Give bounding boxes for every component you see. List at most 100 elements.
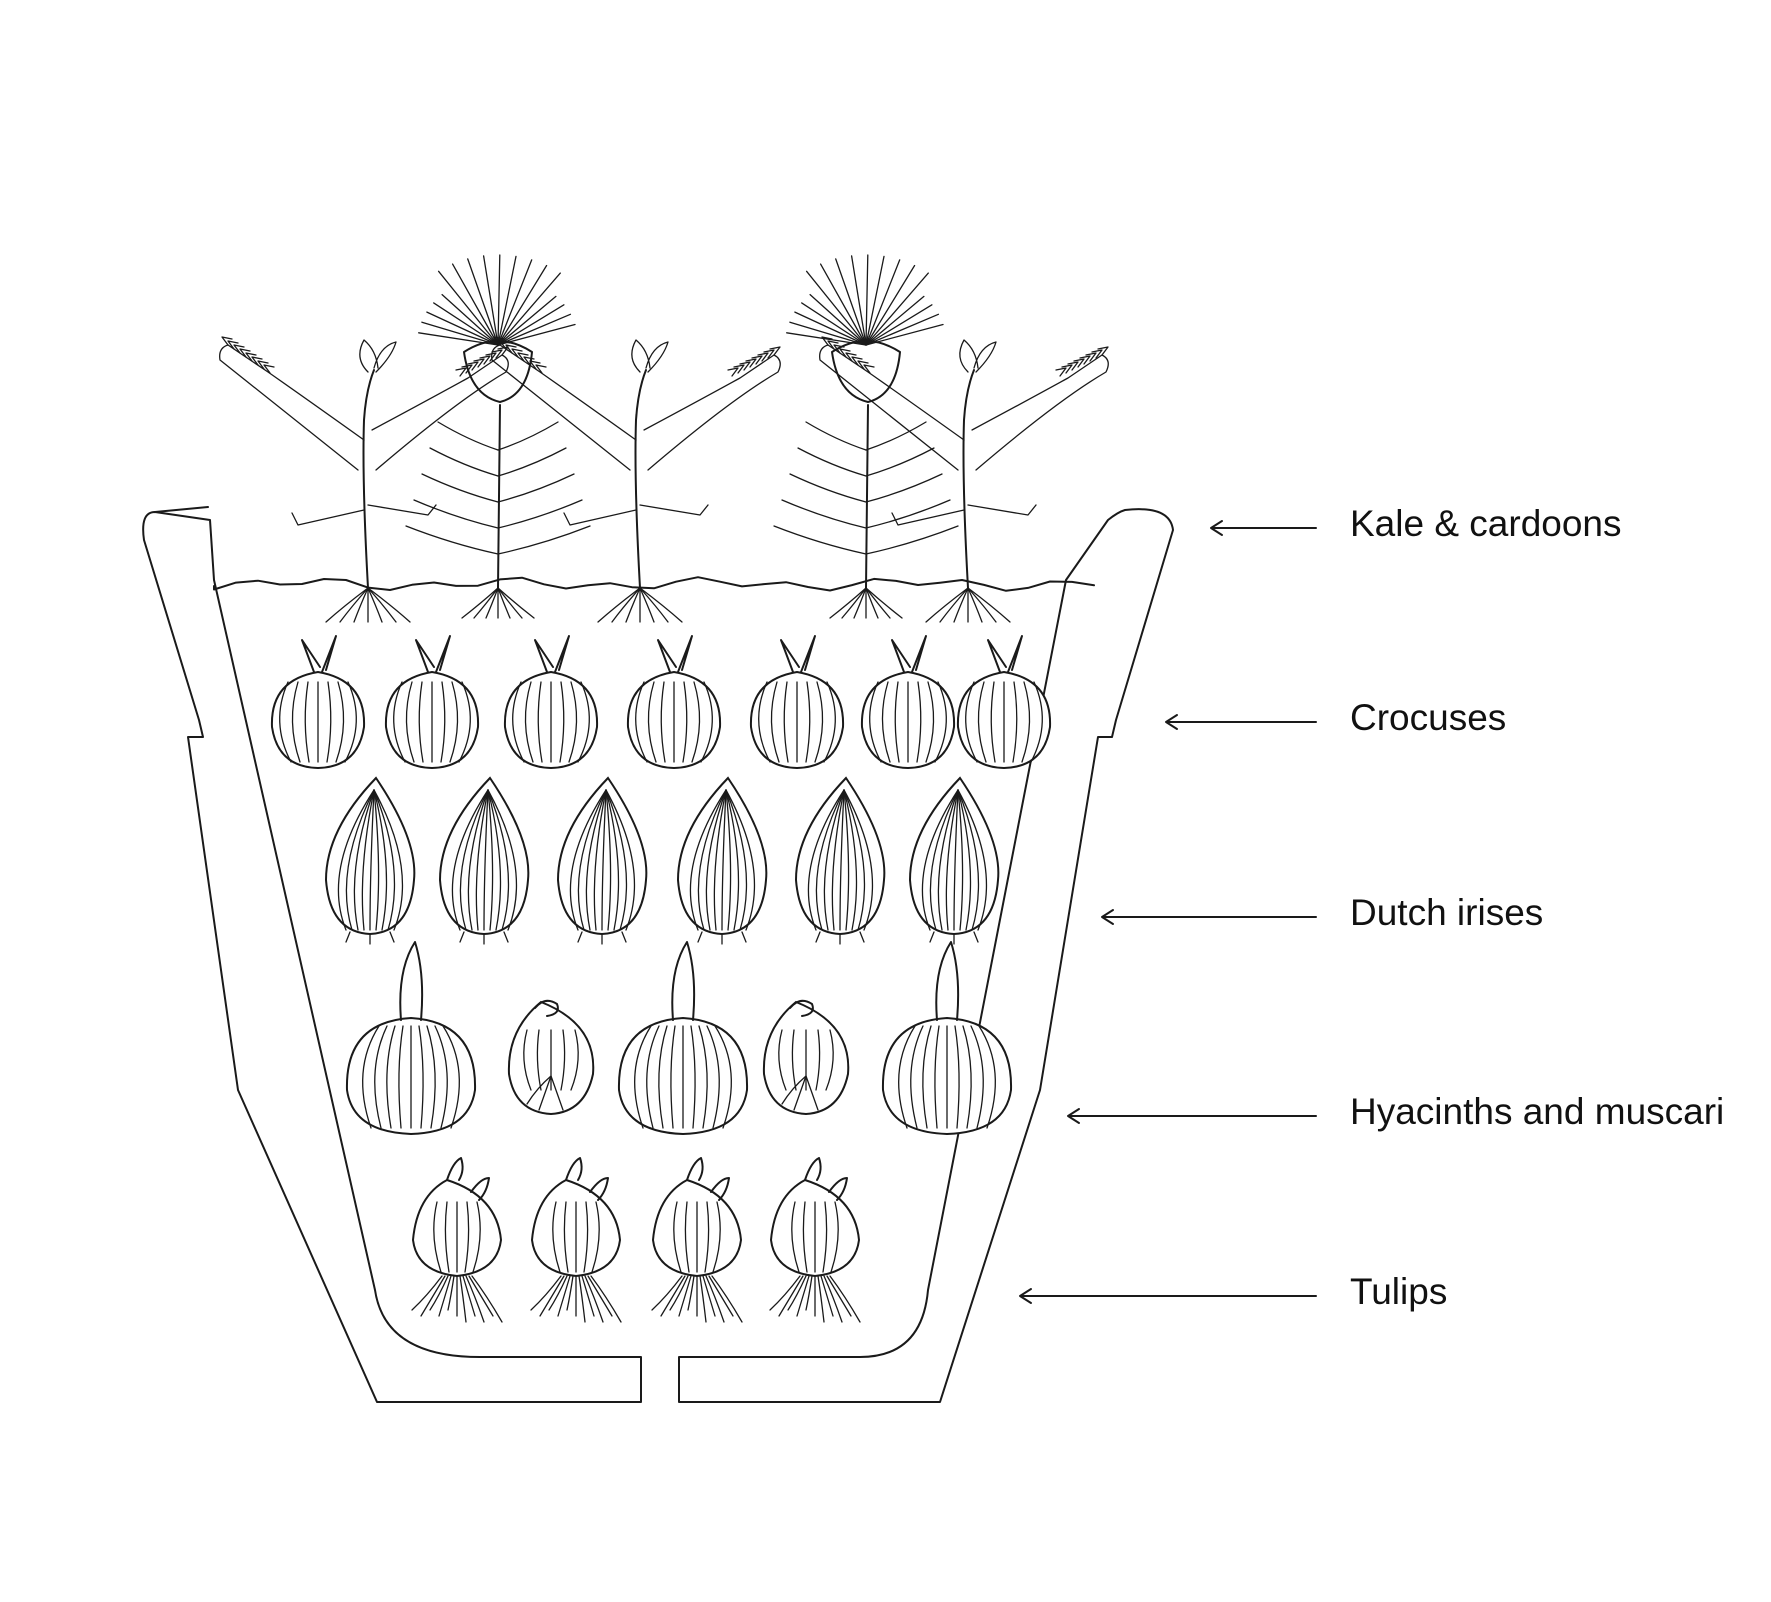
- iris-tunic-line: [601, 789, 607, 931]
- kale-leaf-frill: [769, 346, 781, 356]
- kale-root: [353, 587, 369, 623]
- cardoon-leaf: [497, 421, 559, 451]
- soil-line: [213, 576, 1095, 592]
- crocus-bulb: [503, 635, 599, 770]
- cardoon-stem: [865, 404, 869, 589]
- kale-root: [367, 587, 397, 623]
- cardoon-leaf: [865, 473, 943, 503]
- iris-bulb: [908, 776, 1000, 945]
- cardoon-floret: [421, 321, 499, 346]
- tulip-root: [708, 1275, 734, 1317]
- kale-root: [639, 587, 669, 623]
- tulip-root: [660, 1275, 686, 1317]
- arrowhead-hyacinth: [1067, 1108, 1080, 1124]
- iris-tunic-line: [957, 789, 980, 931]
- crocus-shoots: [780, 635, 816, 673]
- kale-root: [367, 587, 411, 623]
- cardoon-leaf: [497, 525, 591, 555]
- kale-leaf-frill: [845, 352, 857, 362]
- crocus-shoots: [657, 635, 693, 673]
- iris-bulb: [556, 776, 648, 945]
- cardoon-leaf: [497, 447, 567, 477]
- iris-basal-plate: [929, 931, 979, 945]
- cardoon-leaf: [413, 499, 499, 529]
- hyacinth-shoot: [671, 941, 696, 1021]
- tulip-root: [796, 1275, 810, 1317]
- cardoon-floret: [497, 313, 572, 346]
- iris-tunic-line: [843, 789, 874, 931]
- crocus-tunic-line: [647, 681, 657, 763]
- cardoon-floret: [433, 302, 499, 346]
- cardoon-floret: [451, 263, 499, 346]
- cardoon-floret: [865, 255, 885, 346]
- cardoon-floret: [497, 254, 501, 346]
- tulip-line: [712, 1201, 721, 1273]
- iris-tunic-line: [487, 789, 518, 931]
- iris-tunic-line: [843, 789, 866, 931]
- crocus-tunic-line: [1021, 681, 1031, 763]
- kale-stem: [962, 369, 975, 589]
- tulip-line: [673, 1201, 682, 1273]
- tulip-bulb-row: [411, 1157, 861, 1323]
- iris-tunic-line: [713, 789, 727, 931]
- kale-leaf-frill: [727, 367, 739, 377]
- kale-leaf-frill: [757, 352, 769, 362]
- tulip-line: [583, 1201, 589, 1273]
- muscari-line: [791, 1029, 797, 1091]
- crocus-tunic-line: [700, 681, 713, 763]
- iris-tunic-line: [815, 789, 845, 931]
- kale-plant: [491, 336, 781, 623]
- kale-plant: [219, 336, 509, 623]
- hyacinth-tunic-line: [910, 1025, 924, 1129]
- crocus-tunic-line: [682, 681, 688, 763]
- label-crocuses: Crocuses: [1350, 697, 1506, 738]
- crocus-shoots: [987, 635, 1023, 673]
- cardoon-floret: [805, 270, 867, 346]
- iris-tunic-line: [831, 789, 845, 931]
- cardoon-leaf: [429, 447, 499, 477]
- kale-leaf-frill: [1073, 358, 1085, 368]
- kale-leaf-frill: [467, 361, 479, 371]
- tulip-root: [530, 1275, 562, 1311]
- muscari-tip: [789, 999, 814, 1017]
- iris-bulb: [438, 776, 530, 945]
- cardoon-floret: [809, 293, 867, 346]
- crocus-tunic-line: [458, 681, 471, 763]
- cardoon-floret: [482, 255, 499, 346]
- crocus-tunic-line: [977, 681, 987, 763]
- hyacinth-tunic-line: [434, 1025, 448, 1129]
- layer-label-tulip: Tulips: [1019, 1271, 1447, 1312]
- label-kale-cardoons: Kale & cardoons: [1350, 503, 1622, 544]
- layer-label-crocus: Crocuses: [1165, 697, 1506, 738]
- crocus-bulb-row: [270, 635, 1052, 770]
- tulip-line: [433, 1201, 442, 1273]
- hyacinth-shoot: [935, 941, 960, 1021]
- iris-tunic-line: [843, 789, 858, 931]
- tulip-root: [557, 1275, 571, 1317]
- kale-leaf-right: [971, 354, 1109, 471]
- kale-leaf-frill: [1097, 346, 1109, 356]
- kale-lower-leaves: [563, 504, 709, 526]
- hyacinth-tunic-line: [374, 1025, 388, 1129]
- crocus-tunic-line: [577, 681, 590, 763]
- tulip-root: [687, 1275, 695, 1311]
- pot-left-wall: [142, 511, 642, 1403]
- crocus-tunic-line: [524, 681, 534, 763]
- kale-bud: [359, 339, 397, 373]
- cardoon-root: [461, 587, 499, 619]
- tulip-tips: [446, 1157, 490, 1201]
- kale-root: [967, 587, 997, 623]
- tulip-root: [699, 1275, 707, 1323]
- kale-root: [325, 587, 369, 623]
- iris-tunic-line: [725, 789, 756, 931]
- hyacinth-tunic-line: [898, 1025, 916, 1129]
- iris-tunic-line: [725, 789, 732, 931]
- tulip-root: [778, 1275, 804, 1317]
- cardoon-leaf: [865, 447, 935, 477]
- iris-tunic-line: [705, 789, 727, 931]
- kale-leaf-frill: [239, 348, 251, 358]
- crocus-tunic-line: [326, 681, 332, 763]
- crocus-tunic-line: [449, 681, 459, 763]
- tulip-root: [829, 1275, 861, 1323]
- kale-root: [967, 587, 983, 623]
